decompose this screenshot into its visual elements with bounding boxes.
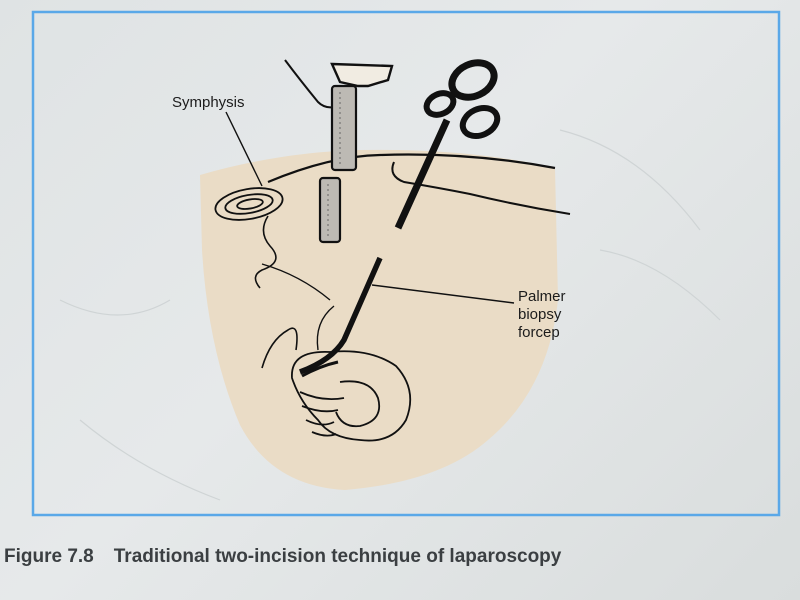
forcep-label-line-3: forcep: [518, 324, 560, 341]
figure-title: Traditional two-incision technique of la…: [113, 546, 562, 567]
ligament-fold-line: [261, 327, 298, 369]
laparoscope-instrument: [284, 59, 394, 244]
abdominal-wall-line: [267, 153, 556, 184]
figure-caption: Figure 7.8 Traditional two-incision techn…: [4, 546, 561, 568]
symphysis-leader-line: [225, 111, 263, 187]
forcep-leader-line: [371, 284, 515, 304]
symphysis-label: Symphysis: [172, 94, 245, 111]
forcep-label-line-2: biopsy: [518, 306, 562, 323]
figure-frame: [31, 10, 781, 517]
bleed-through-artwork: [59, 129, 721, 501]
tube-curve-line: [316, 305, 335, 351]
forcep-label-line-1: Palmer: [518, 288, 566, 305]
pelvic-structure-squiggle: [254, 215, 277, 289]
abdomen-region: [200, 149, 558, 490]
pelvic-vessel-line: [261, 263, 331, 301]
palmer-biopsy-forcep-instrument: [299, 59, 571, 378]
symphysis-shape: [214, 187, 284, 221]
uterus-ovary-drawing: [291, 350, 412, 442]
palmer-biopsy-forcep-label: Palmer biopsy forcep: [518, 288, 608, 342]
figure-number: Figure 7.8: [4, 546, 94, 567]
